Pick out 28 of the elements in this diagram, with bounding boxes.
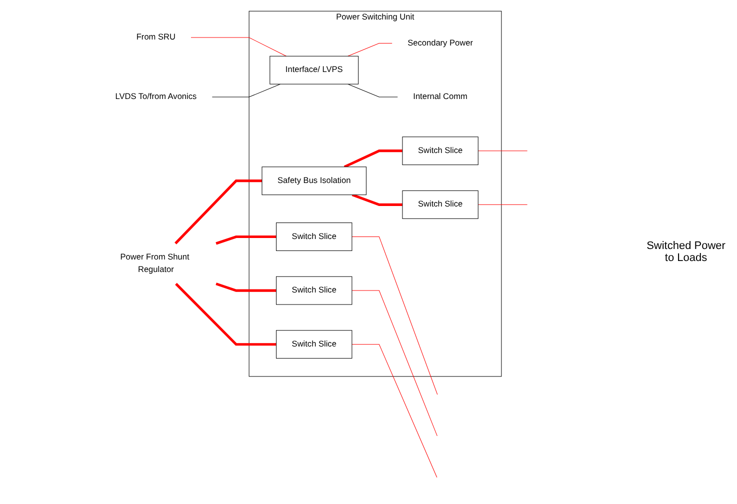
connector <box>348 84 398 98</box>
connector <box>174 180 262 244</box>
connector <box>216 282 276 292</box>
connector <box>348 42 392 56</box>
connector <box>478 204 528 205</box>
node-box: Switch Slice <box>276 222 352 251</box>
node-box: Switch Slice <box>276 276 352 305</box>
node-box: Switch Slice <box>276 330 352 359</box>
node-text: From SRU <box>136 32 176 42</box>
connector <box>190 37 286 56</box>
connector <box>352 290 438 436</box>
node-text: Secondary Power <box>408 38 473 48</box>
connector <box>352 194 402 206</box>
node-box: Safety Bus Isolation <box>262 166 366 196</box>
node-box: Switch Slice <box>402 190 478 219</box>
connector <box>478 150 528 152</box>
side-note: Switched Power to Loads <box>646 240 726 264</box>
connector <box>212 84 281 98</box>
connector <box>344 150 402 168</box>
connector <box>175 282 276 346</box>
node-text: LVDS To/from Avonics <box>115 92 197 102</box>
node-text: Internal Comm <box>413 92 468 102</box>
connector <box>216 235 276 245</box>
connector <box>352 236 438 395</box>
node-text: Power From Shunt Regulator <box>120 252 190 274</box>
connector <box>352 344 438 478</box>
node-box: Interface/ LVPS <box>270 56 359 84</box>
node-box: Switch Slice <box>402 136 478 166</box>
